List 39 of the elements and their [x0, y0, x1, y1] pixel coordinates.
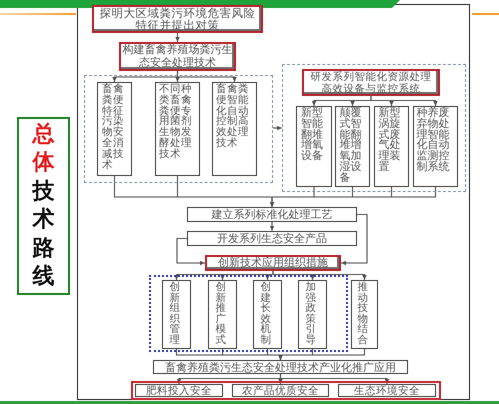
- arrow: [175, 33, 180, 42]
- arrow: [278, 349, 366, 360]
- arrow: [265, 271, 274, 280]
- dotted-group: [149, 275, 348, 352]
- title-box: 总体 技术路线: [17, 117, 70, 295]
- arrow: [370, 96, 438, 106]
- arrow: [273, 126, 282, 130]
- highlighted-box: 构建畜禽养殖场粪污生态安全处理技术: [119, 42, 236, 71]
- process-box: 创新组织管理: [162, 280, 191, 349]
- highlighted-box: 创新技术应用组织措施: [205, 255, 341, 271]
- process-box: 畜禽粪便智能化自动控制高效处理技术: [212, 82, 257, 176]
- highlighted-box: 探明大区域粪污环境危害风险特征并提出对策: [92, 5, 263, 33]
- process-box: 开发系列生态安全产品: [187, 231, 357, 246]
- process-box: 新型智能翻堆增氧设备: [296, 106, 332, 187]
- process-box: 创建长效机制: [253, 280, 282, 349]
- process-box: 肥料投入安全: [135, 384, 223, 397]
- process-box: 畜禽粪便特征污染物安全消减技术: [97, 82, 132, 176]
- arrow: [270, 187, 436, 207]
- arrow: [272, 271, 367, 280]
- process-box: 生态环境安全: [338, 384, 436, 397]
- highlighted-box: 研发系列智能化资源处理高效设备与监控系统: [302, 69, 440, 96]
- process-box: 新型涡旋式废气处理装置: [374, 106, 409, 187]
- group-frame: [131, 381, 441, 400]
- process-box: 创新推广模式: [208, 280, 237, 349]
- arrow: [176, 238, 205, 266]
- process-box: 种养废弃物处理智能化自动监测控制系统: [413, 106, 458, 187]
- process-box: 畜禽养殖粪污生态安全处理技术产业化推广应用: [153, 360, 408, 374]
- arrow: [270, 222, 274, 231]
- process-box: 颠覆式智能翻堆增氧加湿设备: [335, 106, 370, 187]
- process-box: 不同种类畜禽粪便专用菌剂生物发酵处理技术: [155, 82, 200, 176]
- process-box: 农产品优质安全: [232, 384, 329, 397]
- process-box: 加强政策引导: [298, 280, 327, 349]
- arrow: [176, 71, 237, 82]
- process-box: 建立系列标准化处理工艺: [187, 207, 357, 222]
- arrow: [280, 374, 390, 384]
- arrow: [341, 214, 368, 266]
- dashed-group: [282, 64, 466, 192]
- process-box: 推动技物结合: [351, 280, 378, 349]
- dashed-group: [84, 75, 273, 183]
